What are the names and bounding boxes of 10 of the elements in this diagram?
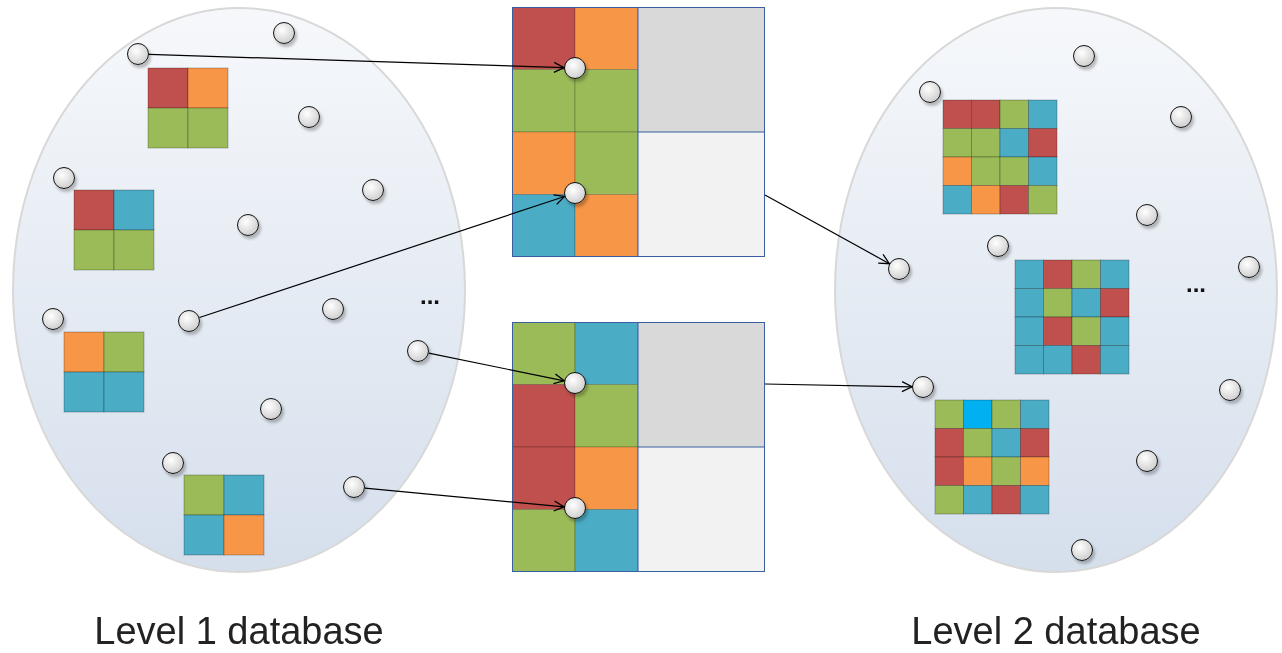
database-title: Level 2 database [910,610,1202,653]
arrow [148,53,565,73]
arrow [364,487,565,512]
arrow [764,380,913,393]
arrow [764,194,890,265]
arrow [428,352,565,385]
ellipsis-text: ... [420,282,440,310]
arrow [198,194,566,319]
database-title: Level 1 database [93,610,385,653]
ellipsis-text: ... [1186,270,1206,298]
